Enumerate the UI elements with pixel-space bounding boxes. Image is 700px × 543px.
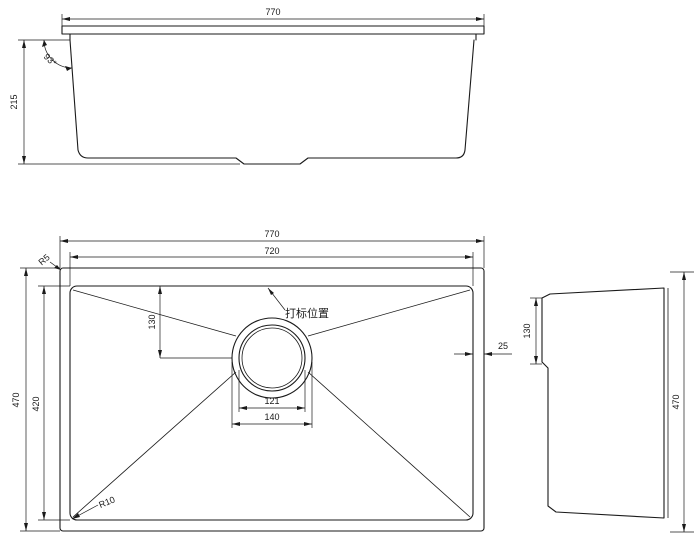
drill-position-note: 打标位置 <box>285 306 329 320</box>
end-height-label: 470 <box>671 394 681 409</box>
bottom-radius-label: R10 <box>97 494 116 509</box>
end-view: 130 470 <box>522 271 694 533</box>
end-view-profile <box>541 287 665 519</box>
side-view-rim-step <box>69 33 477 41</box>
side-view: 770 215 93° <box>9 7 485 165</box>
top-outer-height-label: 470 <box>11 392 21 407</box>
drain-outer-label: 140 <box>264 412 279 422</box>
top-inner-width-label: 720 <box>264 246 279 256</box>
top-view-inner-bowl <box>69 285 474 521</box>
drain-offset-label: 130 <box>147 314 157 329</box>
drain-inner-label: 121 <box>264 396 279 406</box>
side-view-bowl <box>69 39 475 165</box>
drain-inner-ring <box>238 324 306 392</box>
corner-radius-label: R5 <box>36 252 51 267</box>
top-outer-width-label: 770 <box>264 229 279 239</box>
top-inner-height-label: 420 <box>31 396 41 411</box>
top-view-outer-rim <box>59 267 485 532</box>
top-view: 770 720 R5 470 420 130 <box>11 229 512 532</box>
end-depth-label: 130 <box>522 323 532 338</box>
side-width-label: 770 <box>265 7 280 17</box>
angle-label: 93° <box>42 52 59 69</box>
side-view-rim <box>61 25 485 35</box>
drain-outer-ring <box>231 317 313 399</box>
side-height-label: 215 <box>9 94 19 109</box>
flange-label: 25 <box>498 341 508 351</box>
drain-hole <box>241 327 303 389</box>
